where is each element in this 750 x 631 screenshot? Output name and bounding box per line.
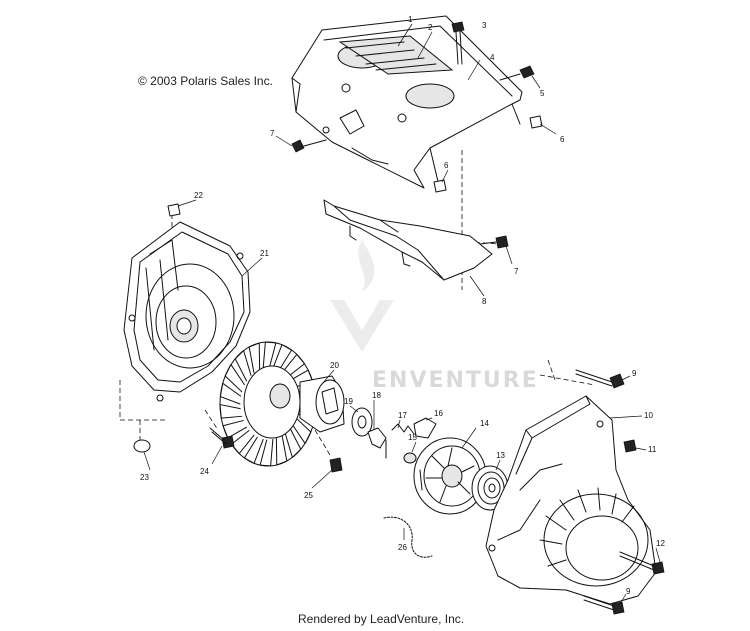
fan-blade (231, 429, 255, 455)
starter-small-parts (351, 407, 437, 464)
callout-9a: 9 (632, 369, 637, 378)
lower-shroud (323, 199, 493, 281)
callout-25: 25 (304, 491, 313, 500)
callout-16: 16 (434, 409, 443, 418)
fan-blade (219, 382, 242, 405)
fan-blade (281, 353, 305, 379)
callout-12: 12 (656, 539, 665, 548)
fan-blade (224, 364, 245, 393)
callout-20: 20 (330, 361, 339, 370)
callout-22: 22 (194, 191, 203, 200)
fan-blade (234, 350, 252, 382)
callout-17: 17 (398, 411, 407, 420)
fan-blade (275, 434, 288, 466)
callout-2: 2 (428, 23, 433, 32)
callout-21: 21 (260, 249, 269, 258)
fan-blade (219, 404, 243, 419)
top-cover (291, 15, 523, 191)
callout-1: 1 (408, 15, 413, 24)
recoil-starter-cover (485, 395, 657, 605)
callout-8: 8 (482, 297, 487, 306)
callout-26: 26 (398, 543, 407, 552)
callout-19: 19 (344, 397, 353, 406)
footer-credit: Rendered by LeadVenture, Inc. (298, 612, 465, 626)
callout-5: 5 (540, 89, 545, 98)
callout-6a: 6 (560, 135, 565, 144)
watermark-logo (330, 240, 394, 352)
callout-4: 4 (490, 53, 495, 62)
callout-10: 10 (644, 411, 653, 420)
flywheel-fan (219, 341, 345, 467)
fan-blade (243, 436, 264, 464)
callout-3: 3 (482, 21, 487, 30)
watermark-text: ENVENTURE (372, 368, 539, 393)
fan-blade (259, 438, 274, 467)
callout-6b: 6 (444, 161, 449, 170)
fan-blade (248, 342, 261, 374)
blower-housing (123, 221, 251, 402)
callout-labels: 1 2 3 4 5 6 6 7 7 8 9 10 11 12 9 13 14 1… (140, 15, 665, 596)
copyright-text: © 2003 Polaris Sales Inc. (138, 74, 273, 88)
fasteners (133, 21, 665, 615)
callout-13: 13 (496, 451, 505, 460)
callout-leaders (143, 23, 661, 605)
callout-11: 11 (648, 445, 657, 454)
callout-14: 14 (480, 419, 489, 428)
fan-blade (272, 344, 293, 372)
callout-23: 23 (140, 473, 149, 482)
fan-blade (291, 415, 312, 444)
callout-24: 24 (200, 467, 209, 476)
fan-blade (222, 420, 248, 439)
fan-blade (284, 426, 302, 458)
callout-15: 15 (408, 433, 417, 442)
callout-18: 18 (372, 391, 381, 400)
callout-9b: 9 (626, 587, 631, 596)
starter-rope (383, 516, 433, 558)
callout-7a: 7 (270, 129, 275, 138)
callout-7b: 7 (514, 267, 519, 276)
fan-blade (262, 341, 277, 370)
